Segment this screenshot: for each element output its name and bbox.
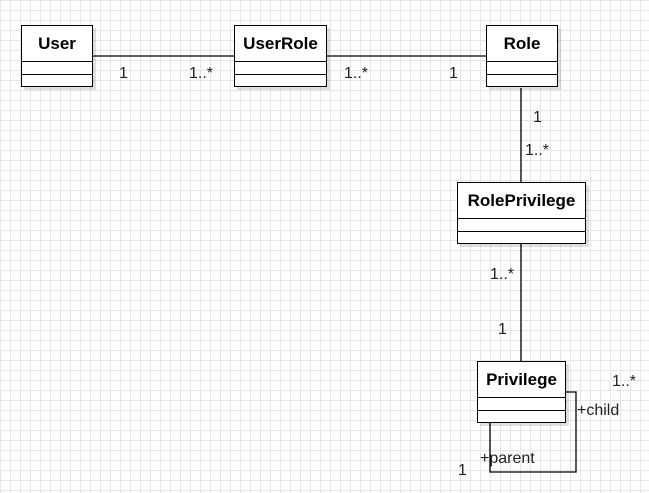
class-roleprivilege-attributes xyxy=(458,219,585,232)
class-role-attributes xyxy=(487,62,557,75)
multiplicity-user-end: 1 xyxy=(119,65,128,82)
multiplicity-role-end-left: 1 xyxy=(449,65,458,82)
multiplicity-userrole-end-right: 1..* xyxy=(344,65,369,82)
class-roleprivilege[interactable]: RolePrivilege xyxy=(457,182,586,244)
class-privilege[interactable]: Privilege xyxy=(477,361,566,423)
multiplicity-roleprivilege-end-top: 1..* xyxy=(525,142,550,159)
class-privilege-operations xyxy=(478,411,565,424)
multiplicity-role-end-bottom: 1 xyxy=(533,109,542,126)
class-roleprivilege-operations xyxy=(458,232,585,245)
class-userrole-attributes xyxy=(235,62,326,75)
class-user[interactable]: User xyxy=(21,25,93,87)
multiplicity-privilege-child: 1..* xyxy=(612,373,637,390)
class-role-operations xyxy=(487,75,557,88)
class-user-attributes xyxy=(22,62,92,75)
role-name-parent: +parent xyxy=(480,450,535,467)
self-association-line-privilege xyxy=(489,391,577,473)
class-user-name: User xyxy=(22,26,92,62)
class-userrole[interactable]: UserRole xyxy=(234,25,327,87)
multiplicity-privilege-end-top: 1 xyxy=(498,321,507,338)
class-privilege-attributes xyxy=(478,398,565,411)
class-user-operations xyxy=(22,75,92,88)
class-userrole-operations xyxy=(235,75,326,88)
class-privilege-name: Privilege xyxy=(478,362,565,398)
role-name-child: +child xyxy=(577,402,620,419)
class-role[interactable]: Role xyxy=(486,25,558,87)
class-userrole-name: UserRole xyxy=(235,26,326,62)
multiplicity-userrole-end-left: 1..* xyxy=(189,65,214,82)
multiplicity-privilege-parent: 1 xyxy=(458,462,467,479)
class-roleprivilege-name: RolePrivilege xyxy=(458,183,585,219)
multiplicity-roleprivilege-end-bottom: 1..* xyxy=(490,266,515,283)
class-role-name: Role xyxy=(487,26,557,62)
